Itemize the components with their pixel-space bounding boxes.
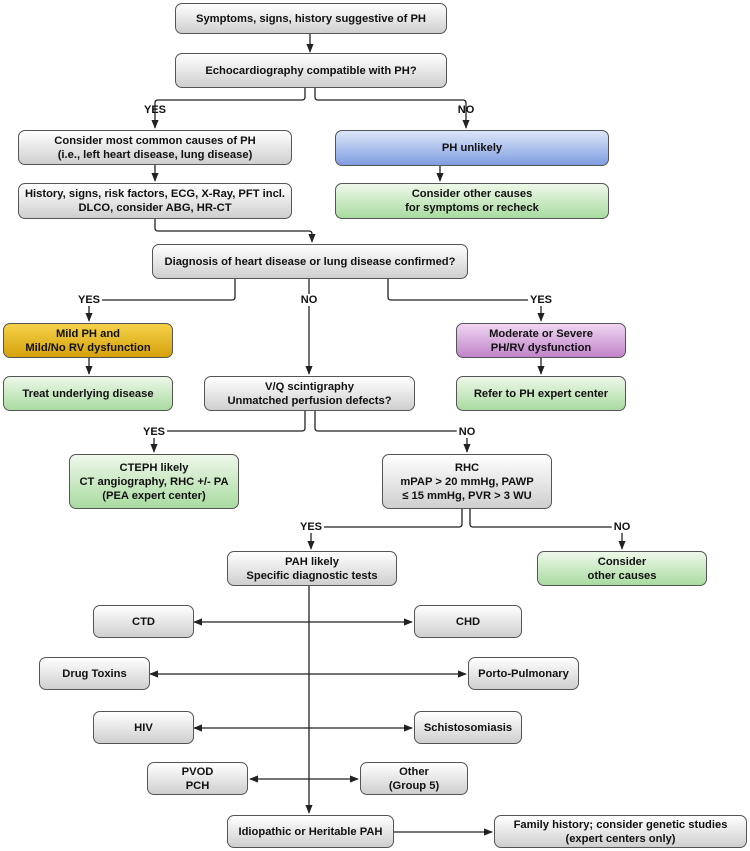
node-cteph: CTEPH likely CT angiography, RHC +/- PA … <box>69 454 239 509</box>
label-echo-no: NO <box>457 104 475 116</box>
node-hiv: HIV <box>93 711 194 744</box>
node-text: (i.e., left heart disease, lung disease) <box>57 148 253 161</box>
node-text: Specific diagnostic tests <box>246 569 378 582</box>
node-text: Diagnosis of heart disease or lung disea… <box>164 255 456 268</box>
node-text: Symptoms, signs, history suggestive of P… <box>195 12 427 25</box>
node-text: V/Q scintigraphy <box>265 380 354 393</box>
node-rhc: RHC mPAP > 20 mmHg, PAWP ≤ 15 mmHg, PVR … <box>382 454 552 509</box>
node-text: PH unlikely <box>441 142 503 154</box>
edge-rhc-yes <box>307 509 463 550</box>
node-schistosomiasis: Schistosomiasis <box>414 711 522 744</box>
edge-echo-yes <box>151 88 306 129</box>
node-text: Consider other causes <box>411 188 533 200</box>
node-text: Family history; consider genetic studies <box>513 818 728 831</box>
node-other-group5: Other (Group 5) <box>360 762 468 795</box>
edge-history-diagnosis <box>154 219 316 243</box>
node-porto-pulmonary: Porto-Pulmonary <box>468 657 579 690</box>
node-history: History, signs, risk factors, ECG, X-Ray… <box>18 183 292 219</box>
node-text: CTEPH likely <box>119 461 189 474</box>
node-text: RHC <box>454 461 480 474</box>
node-text: Treat underlying disease <box>22 387 154 400</box>
node-text: Mild/No RV dysfunction <box>25 341 151 354</box>
node-text: CT angiography, RHC +/- PA <box>79 475 229 488</box>
node-text: (Group 5) <box>388 779 440 792</box>
node-text: Echocardiography compatible with PH? <box>205 64 417 77</box>
edge-vq-no <box>314 411 471 453</box>
node-echocardiography: Echocardiography compatible with PH? <box>175 53 447 88</box>
node-pvod-pch: PVOD PCH <box>147 762 248 795</box>
node-text: Other <box>399 765 429 778</box>
label-rhc-no: NO <box>611 521 633 533</box>
node-chd: CHD <box>414 605 522 638</box>
node-text: Unmatched perfusion defects? <box>227 394 392 407</box>
node-text: Refer to PH expert center <box>473 387 609 400</box>
edge-rhc-no <box>469 509 626 550</box>
label-diag-yes-right: YES <box>527 294 555 306</box>
node-text: HIV <box>134 721 153 734</box>
edge-echo-no <box>314 88 470 129</box>
node-text: DLCO, consider ABG, HR-CT <box>78 202 232 214</box>
node-text: other causes <box>587 569 657 582</box>
label-vq-yes: YES <box>140 426 168 438</box>
node-text: (expert centers only) <box>565 832 676 845</box>
node-text: CHD <box>455 615 481 628</box>
node-refer-expert: Refer to PH expert center <box>456 376 626 411</box>
node-text: Porto-Pulmonary <box>478 667 569 680</box>
node-text: Drug Toxins <box>62 667 127 680</box>
node-text: History, signs, risk factors, ECG, X-Ray… <box>24 188 286 200</box>
label-rhc-yes: YES <box>297 521 325 533</box>
node-text: PH/RV dysfunction <box>490 341 592 354</box>
node-consider-other-causes: Consider other causes <box>537 551 707 586</box>
node-pah-likely: PAH likely Specific diagnostic tests <box>227 551 397 586</box>
node-ctd: CTD <box>93 605 194 638</box>
node-text: Moderate or Severe <box>489 327 593 340</box>
node-text: Idiopathic or Heritable PAH <box>238 825 383 838</box>
node-drug-toxins: Drug Toxins <box>39 657 150 690</box>
node-text: PAH likely <box>285 555 339 568</box>
edge-diag-yes-right <box>387 279 545 322</box>
node-text: PCH <box>185 779 210 792</box>
node-mild-ph: Mild PH and Mild/No RV dysfunction <box>3 323 173 358</box>
node-treat-underlying: Treat underlying disease <box>3 376 173 411</box>
node-text: mPAP > 20 mmHg, PAWP <box>400 475 534 488</box>
label-echo-yes: YES <box>143 104 167 116</box>
node-text: (PEA expert center) <box>102 489 206 502</box>
node-symptoms: Symptoms, signs, history suggestive of P… <box>175 3 447 34</box>
node-common-causes: Consider most common causes of PH (i.e.,… <box>18 130 292 165</box>
node-text: ≤ 15 mmHg, PVR > 3 WU <box>402 489 532 502</box>
node-text: for symptoms or recheck <box>405 202 539 214</box>
label-vq-no: NO <box>456 426 478 438</box>
node-ph-unlikely: PH unlikely <box>335 130 609 166</box>
node-moderate-severe-ph: Moderate or Severe PH/RV dysfunction <box>456 323 626 358</box>
node-family-history: Family history; consider genetic studies… <box>494 815 747 848</box>
label-diag-no: NO <box>298 294 320 306</box>
node-text: Consider <box>597 555 647 568</box>
node-vq-scintigraphy: V/Q scintigraphy Unmatched perfusion def… <box>204 376 415 411</box>
edge-diag-yes-left <box>85 279 236 322</box>
node-other-causes-recheck: Consider other causes for symptoms or re… <box>335 183 609 219</box>
node-text: CTD <box>132 615 155 628</box>
node-text: PVOD <box>181 765 214 778</box>
node-text: Mild PH and <box>55 327 121 340</box>
label-diag-yes-left: YES <box>75 294 103 306</box>
node-text: Consider most common causes of PH <box>54 134 256 147</box>
node-idiopathic-heritable: Idiopathic or Heritable PAH <box>227 815 394 848</box>
node-diagnosis-confirmed: Diagnosis of heart disease or lung disea… <box>152 244 468 279</box>
node-text: Schistosomiasis <box>423 721 513 734</box>
edge-vq-yes <box>150 411 306 453</box>
